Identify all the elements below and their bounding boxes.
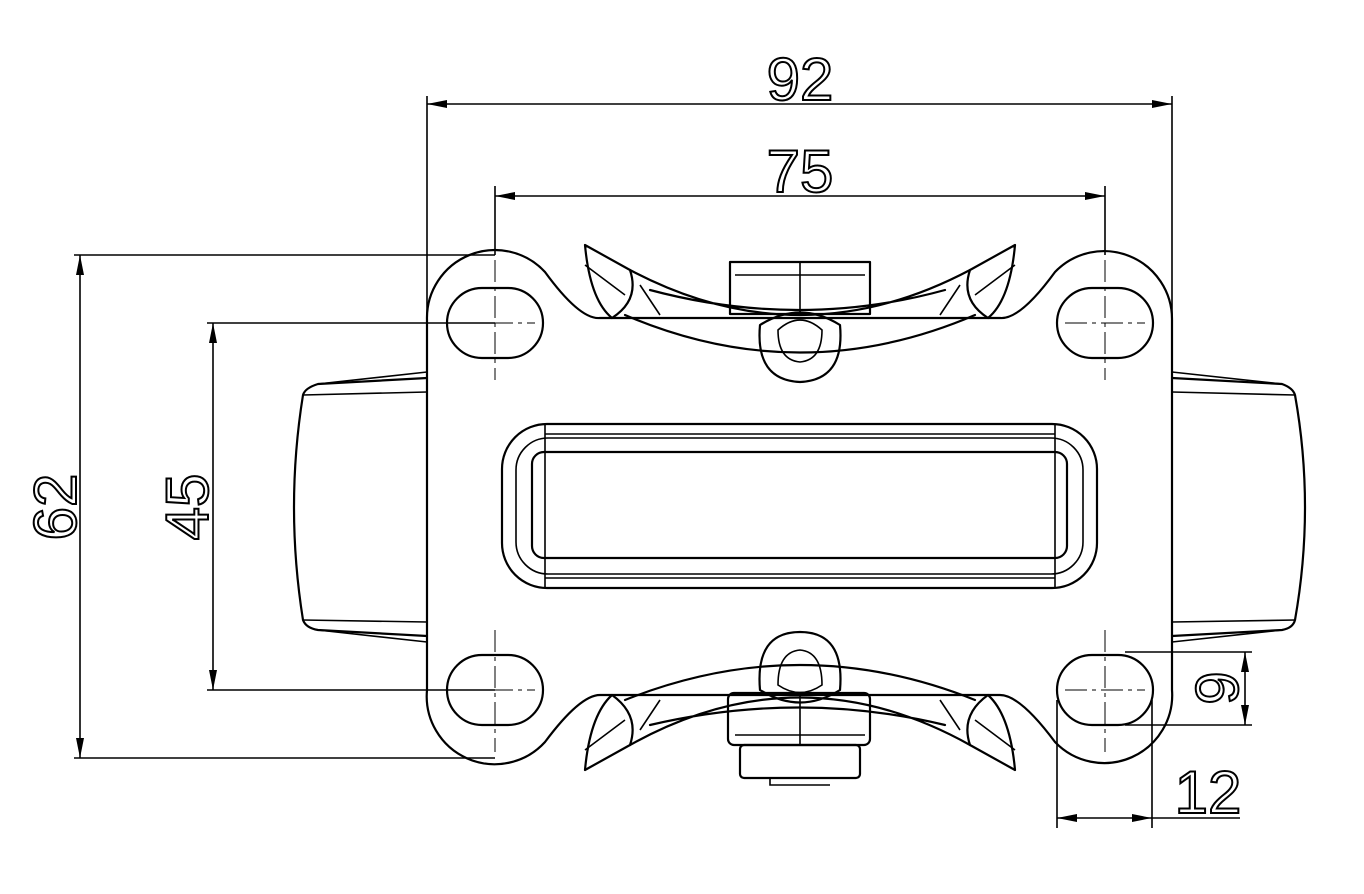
dimension-12: 12 [1056,700,1242,828]
bracket-bottom [583,630,1017,786]
wheel [292,371,1307,643]
svg-text:9: 9 [1184,671,1251,704]
svg-text:45: 45 [154,474,221,541]
svg-text:12: 12 [1175,759,1242,826]
dimension-75: 75 [494,137,1106,255]
slot-bottom-right [1055,653,1155,727]
bracket-top [583,243,1017,384]
center-slot [500,422,1099,590]
svg-text:62: 62 [22,474,89,541]
dimension-9: 9 [1125,651,1252,726]
svg-text:75: 75 [767,138,834,205]
dimension-62: 62 [21,254,495,759]
top-plate [425,249,1174,766]
mounting-slots [445,260,1155,752]
dimension-45: 45 [153,322,495,691]
dimension-92: 92 [426,45,1173,320]
svg-text:92: 92 [767,46,834,113]
washer-bottom [738,743,862,780]
